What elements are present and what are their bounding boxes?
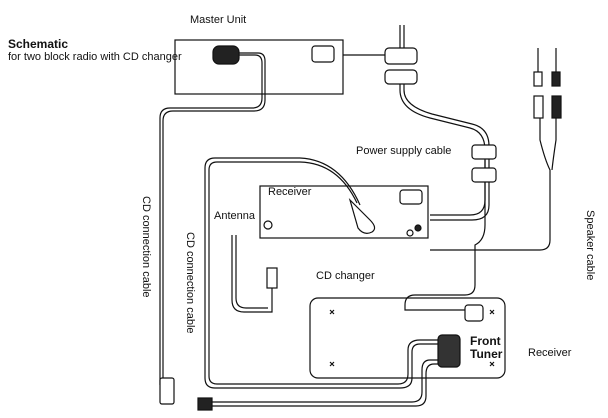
label-cd-connection-cable-2: CD connection cable [184,232,196,334]
label-speaker-cable: Speaker cable [584,210,596,281]
antenna-cable [231,235,273,313]
label-cd-changer: CD changer [316,270,375,282]
cd-cable-2 [204,157,440,389]
label-cd-connection-cable-1: CD connection cable [140,196,152,298]
label-front-tuner-line1: Front [470,334,501,348]
diagram-subtitle: for two block radio with CD changer [8,51,182,63]
label-front-tuner-line2: Tuner [470,347,503,361]
label-receiver-top: Receiver [268,186,312,198]
diagram-title: Schematic [8,37,69,51]
label-receiver-bottom: Receiver [528,347,572,359]
cd-cable-1 [159,54,263,385]
label-master-unit: Master Unit [190,14,247,26]
label-antenna: Antenna [214,210,255,222]
label-power-supply-cable: Power supply cable [356,145,452,157]
